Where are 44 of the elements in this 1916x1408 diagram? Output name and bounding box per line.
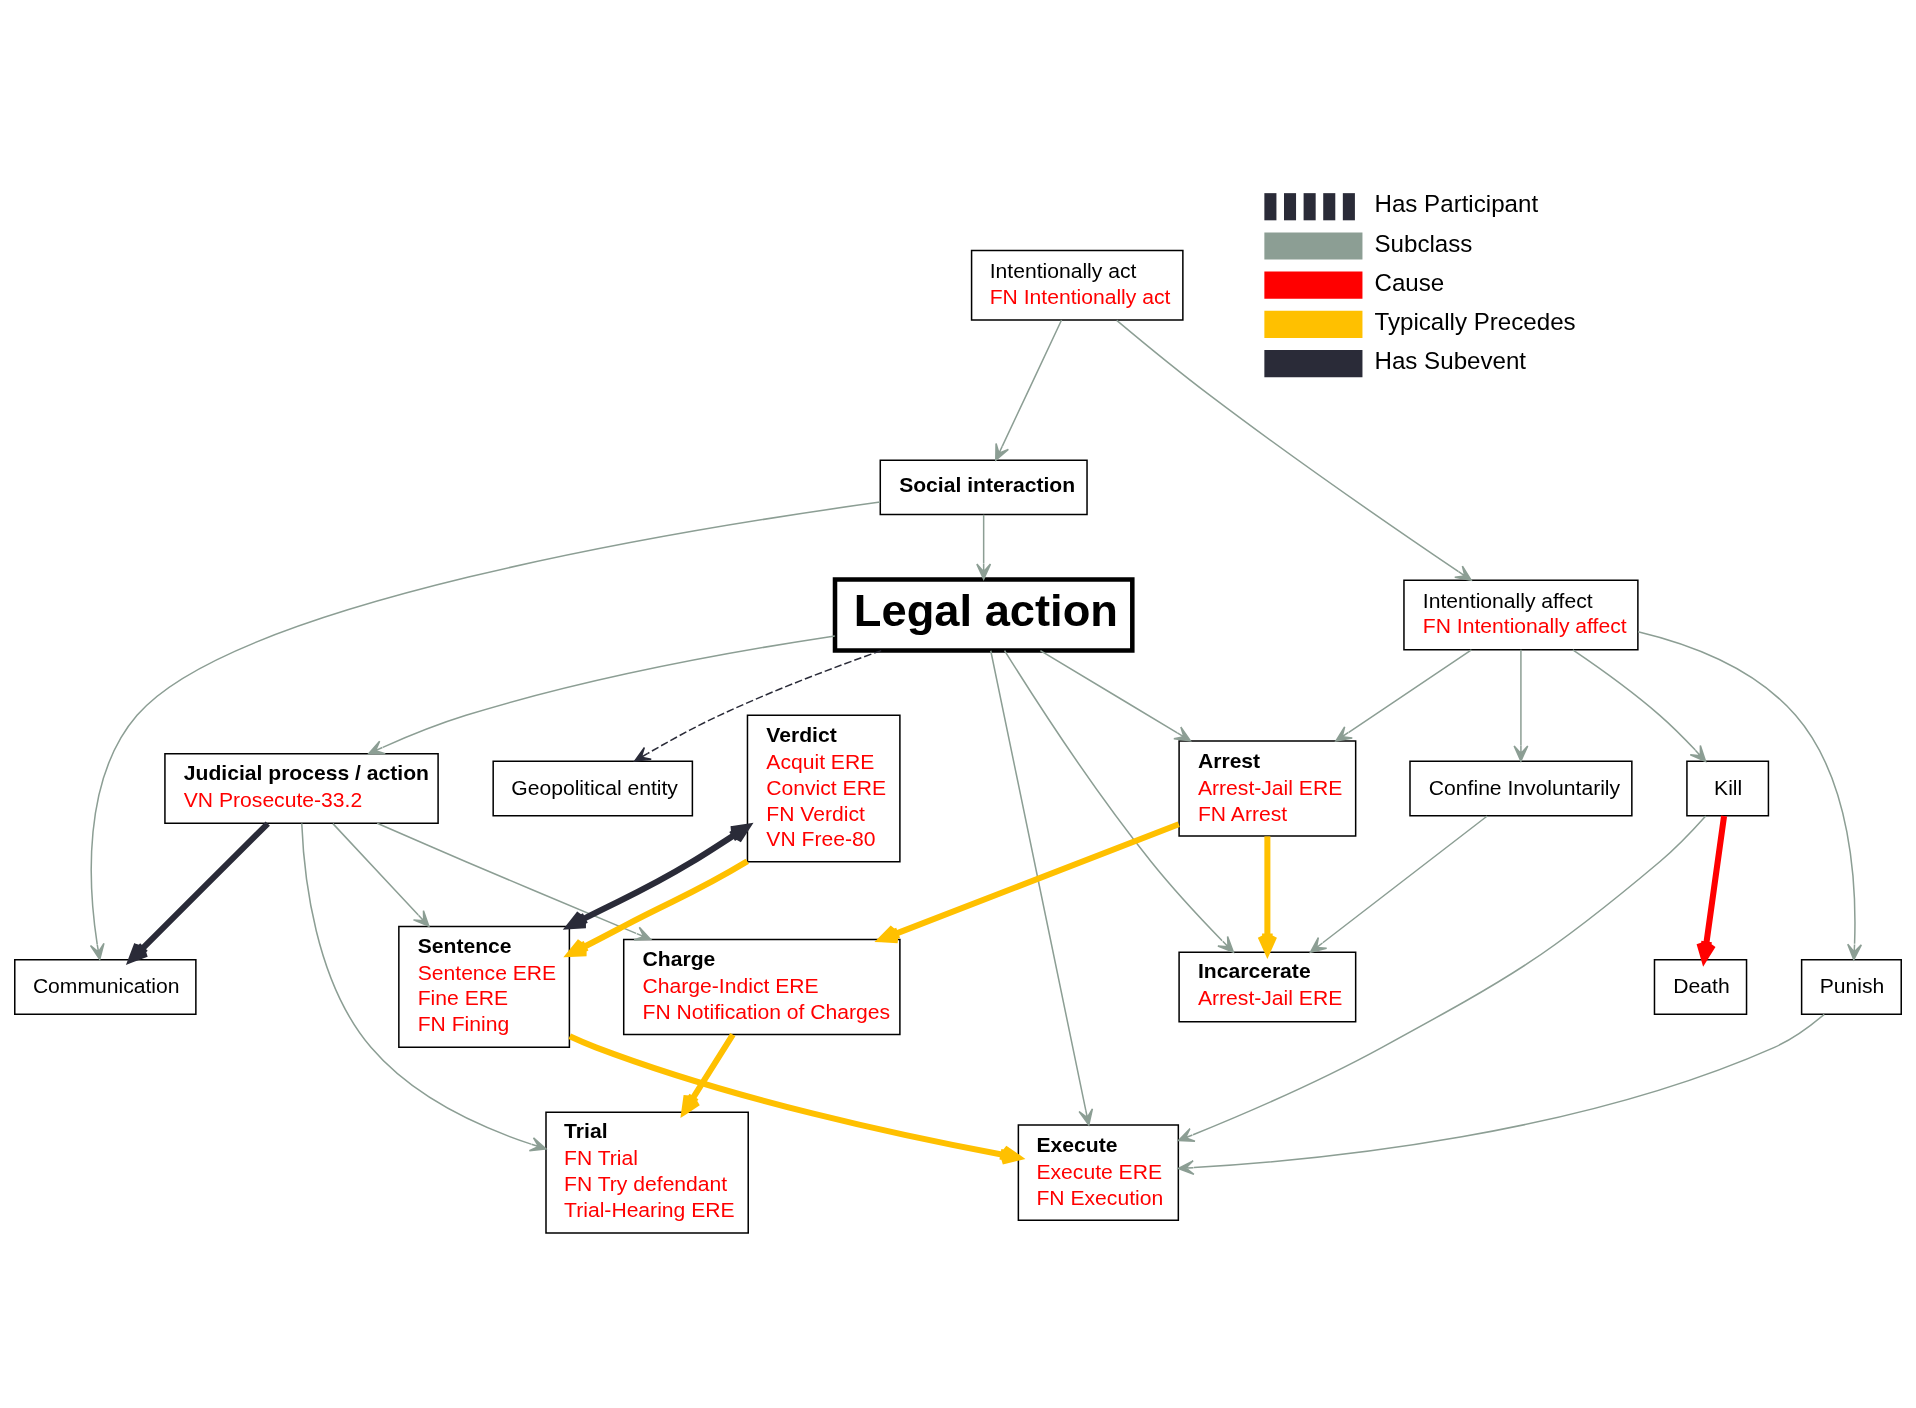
node-box: Death — [1653, 959, 1748, 1015]
arrow — [995, 319, 1063, 461]
arrow — [1177, 815, 1707, 1143]
arrow — [565, 823, 751, 930]
arrow — [1115, 319, 1472, 581]
node-box: Judicial process / action VN Prosecute-33.2 — [164, 753, 439, 824]
node-box: Sentence Sentence ERE Fine ERE FN Fining — [398, 925, 571, 1049]
arrow — [1039, 649, 1192, 742]
arrow — [1513, 649, 1529, 762]
node-box: Intentionally act FN Intentionally act — [970, 249, 1184, 321]
arrow — [1257, 836, 1278, 956]
node-box: Verdict Acquit ERE Convict ERE FN Verdict VN Free-80 — [746, 714, 901, 863]
node-box: Social interaction — [879, 459, 1088, 516]
arrow — [681, 1032, 736, 1116]
arrow — [634, 649, 882, 762]
arrow — [990, 650, 1094, 1126]
arrow — [128, 821, 270, 963]
node-box: Arrest Arrest-Jail ERE FN Arrest — [1178, 740, 1357, 837]
arrow — [1177, 1013, 1825, 1176]
node-box: Intentionally affect FN Intentionally affect — [1403, 579, 1639, 651]
node-box: Kill — [1686, 760, 1770, 817]
arrow — [332, 822, 430, 928]
arrow — [976, 514, 992, 580]
arrow — [1309, 815, 1488, 953]
arrow — [1003, 649, 1235, 953]
arrow — [1572, 649, 1707, 763]
legend-label: Cause — [1374, 268, 1445, 296]
node-box: Confine Involuntarily — [1409, 760, 1633, 817]
arrow — [877, 821, 1180, 944]
legend-label: Has Participant — [1374, 190, 1539, 218]
arrow — [1335, 649, 1473, 742]
node-box: Punish — [1800, 959, 1902, 1015]
arrow — [301, 822, 547, 1152]
node-box: Trial FN Trial FN Try defendant Trial-Hearing ERE — [545, 1111, 749, 1234]
node-box: Charge Charge-Indict ERE FN Notification of Charges — [622, 938, 901, 1036]
node-box: Legal action — [832, 577, 1135, 653]
node-box: Communication — [14, 959, 197, 1015]
legend-label: Typically Precedes — [1374, 308, 1576, 336]
legend-label: Subclass — [1374, 229, 1473, 257]
legend-label: Has Subevent — [1374, 347, 1527, 375]
node-box: Geopolitical entity — [492, 760, 694, 817]
node-box: Incarcerate Arrest-Jail ERE — [1178, 951, 1357, 1023]
node-box: Execute Execute ERE FN Execution — [1017, 1124, 1180, 1221]
arrow — [376, 822, 652, 941]
